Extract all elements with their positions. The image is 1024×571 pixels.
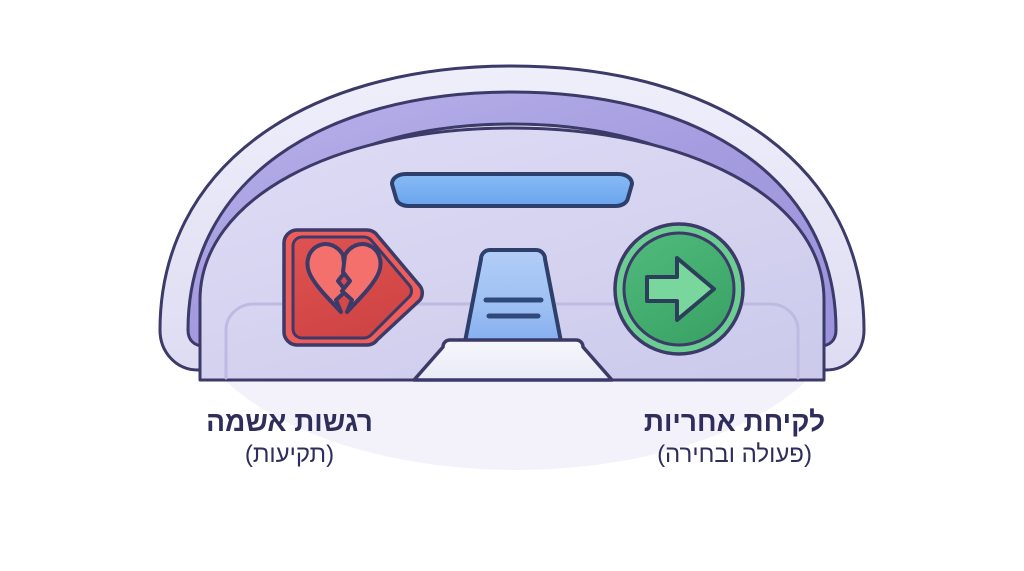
- label-subtitle-responsibility: (פעולה ובחירה): [657, 441, 812, 469]
- broken-heart-icon-right: [340, 242, 383, 314]
- equals-lines: [483, 297, 544, 319]
- screen-bar: [390, 172, 634, 208]
- label-subtitle-guilt: (תקיעות): [244, 441, 335, 469]
- label-block-guilt: רגשות אשמה (תקיעות): [140, 405, 440, 469]
- base-platform: [412, 338, 614, 382]
- label-title-responsibility: לקיחת אחריות: [643, 406, 826, 437]
- label-title-guilt: רגשות אשמה: [206, 406, 373, 437]
- broken-heart-badge: [282, 228, 424, 347]
- labels-row: לקיחת אחריות (פעולה ובחירה) רגשות אשמה (…: [0, 405, 1024, 505]
- broken-heart-icon: [305, 242, 348, 314]
- label-block-responsibility: לקיחת אחריות (פעולה ובחירה): [585, 405, 885, 469]
- green-arrow-badge: [613, 222, 745, 356]
- arrow-right-icon: [645, 256, 716, 322]
